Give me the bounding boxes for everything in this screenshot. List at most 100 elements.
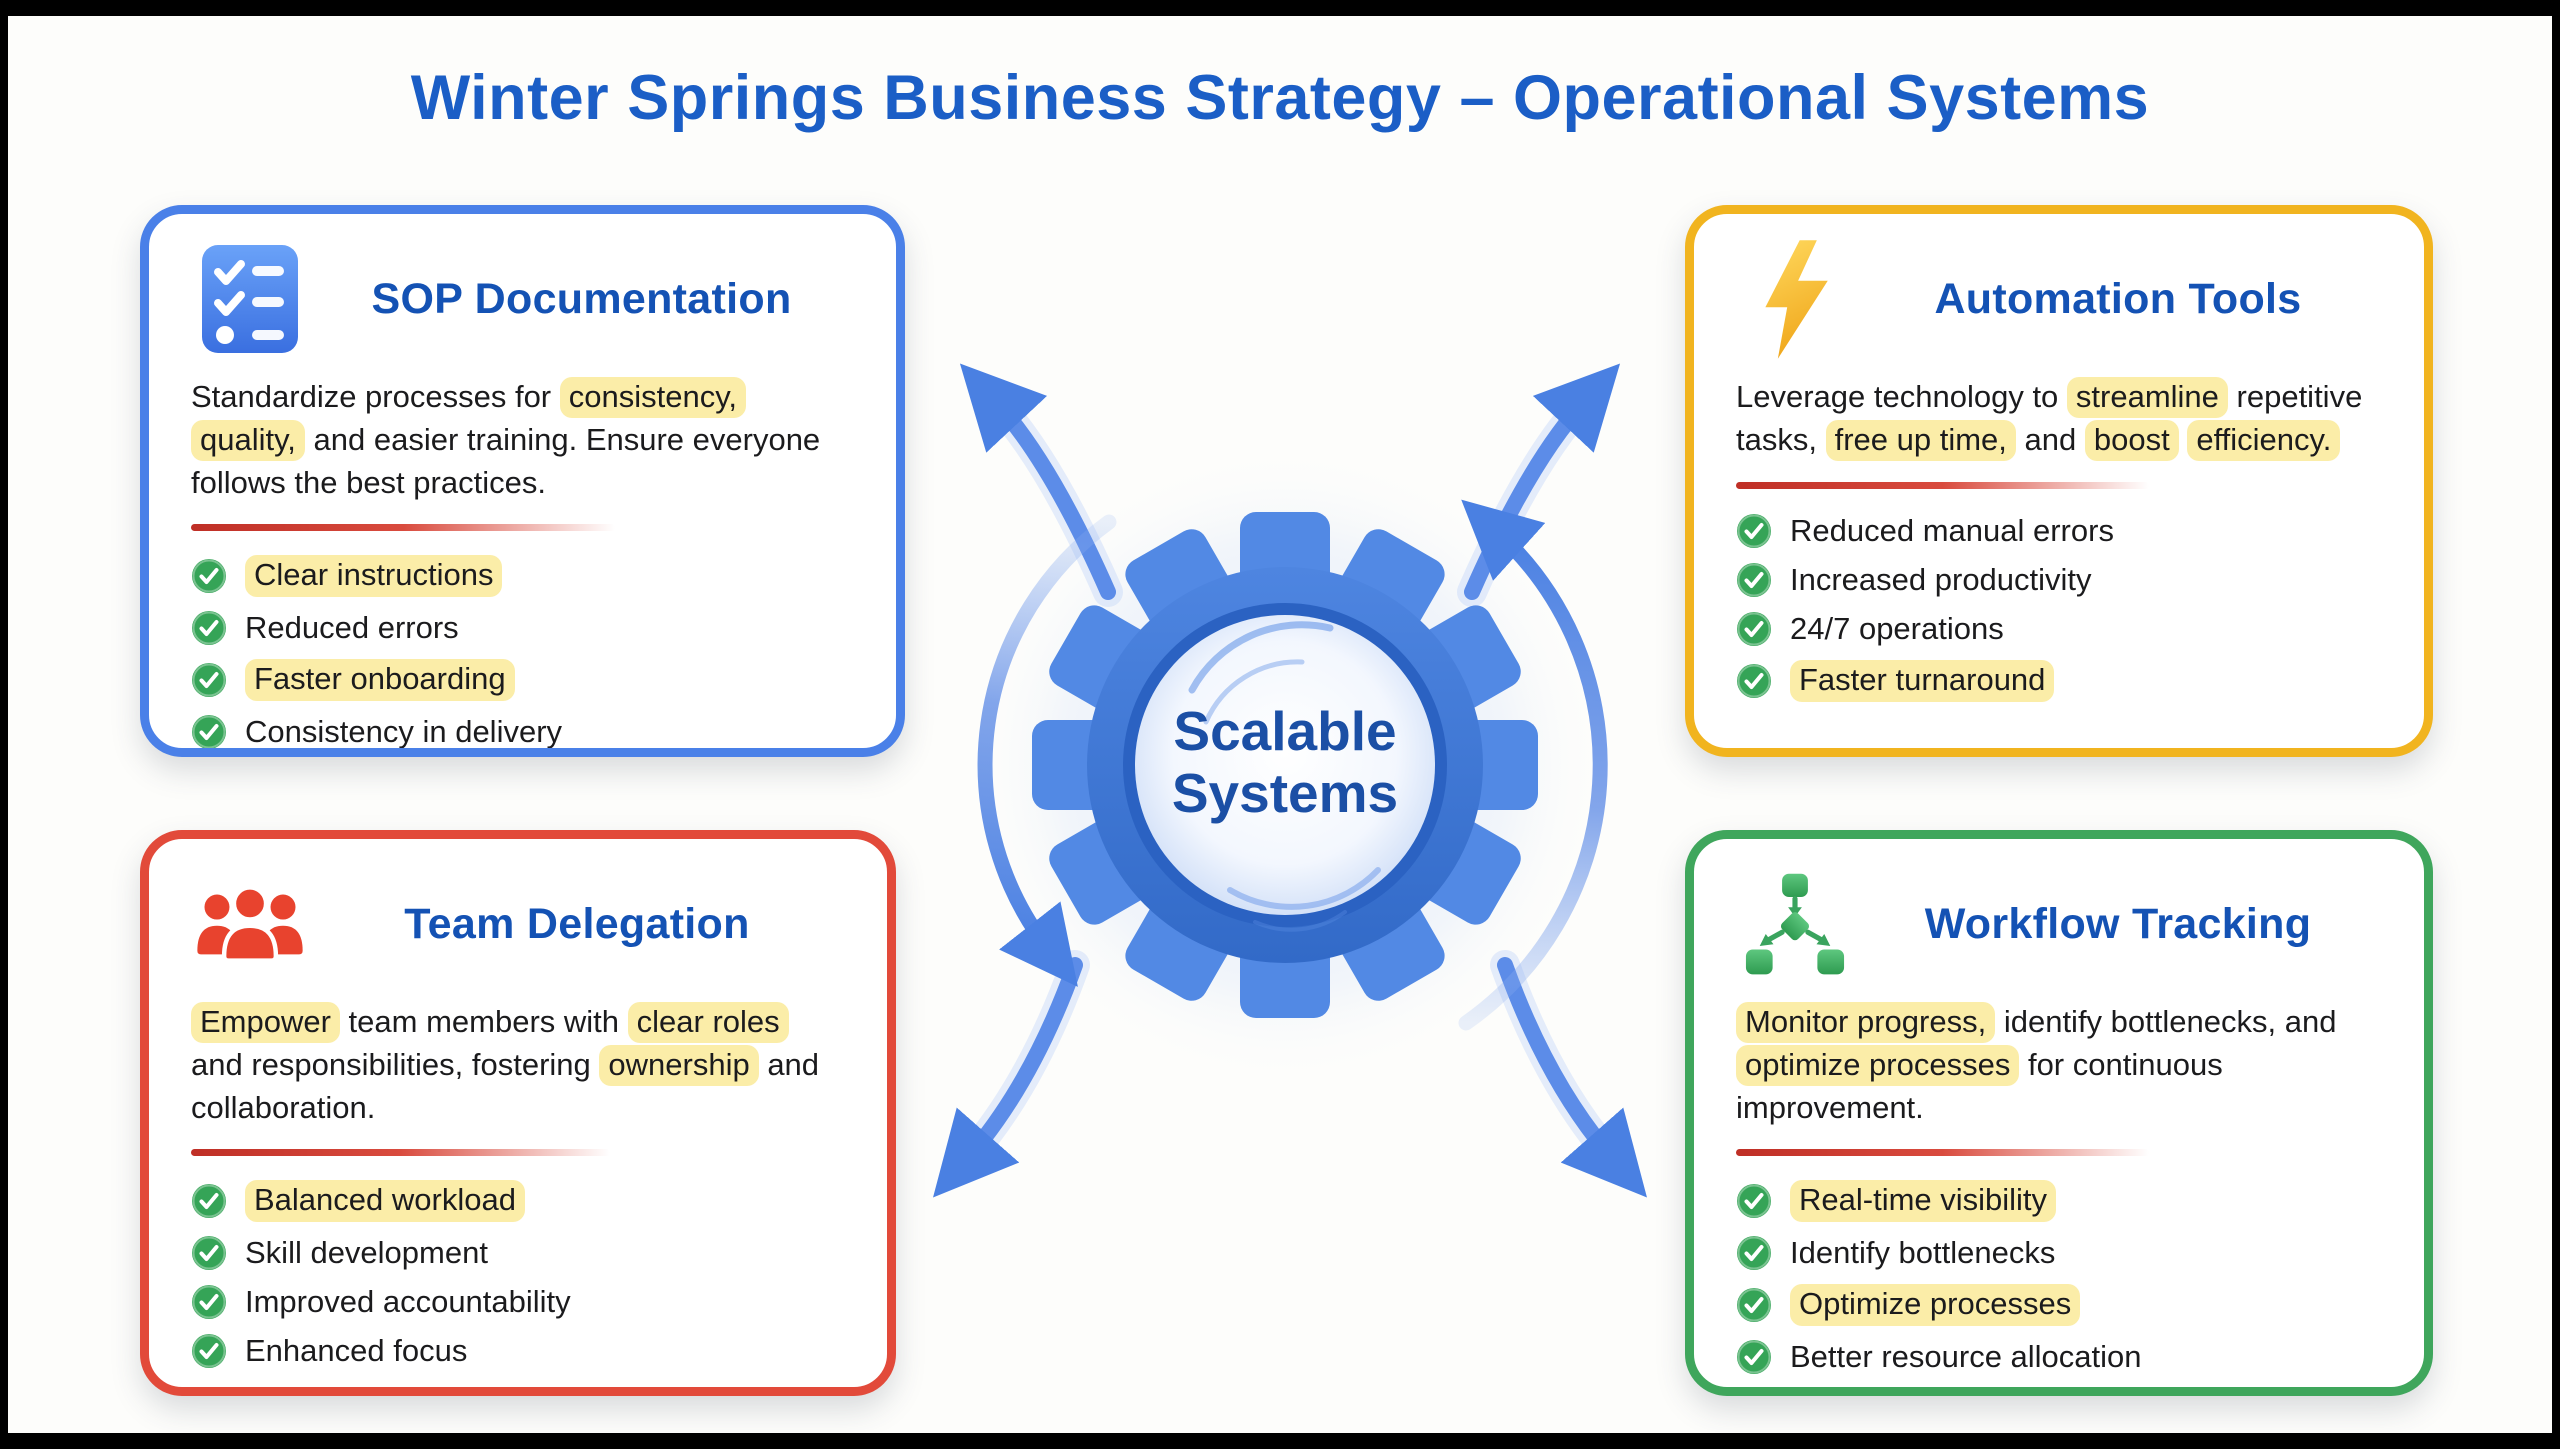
benefit-item: Skill development [191,1235,845,1271]
benefit-item: Increased productivity [1736,562,2382,598]
benefit-item: Real-time visibility [1736,1180,2382,1223]
card-description: Empower team members with clear roles an… [191,1001,845,1129]
card-icon [1736,239,1854,359]
card-title: Team Delegation [404,899,750,948]
check-icon [192,663,226,698]
highlighted-text: clear roles [627,1002,789,1043]
benefit-label: Reduced manual errors [1790,512,2114,548]
card-workflow-tracking: Workflow Tracking Monitor progress, iden… [1685,830,2433,1396]
rotation-arrow-right-icon [1458,499,1608,1031]
divider [191,524,616,532]
benefit-label: Reduced errors [245,610,459,646]
spread-arrow-bottom-right-icon [1497,957,1647,1198]
lightning-icon [1765,239,1828,359]
text-segment: Standardize processes for [191,379,560,414]
swirl-decoration [1188,621,1381,932]
card-team-delegation: Team Delegation Empower team members wit… [140,830,896,1396]
card-header: SOP Documentation [191,240,854,358]
benefit-item: Reduced errors [191,610,854,646]
benefit-label: Improved accountability [245,1284,571,1320]
benefit-label: Faster onboarding [245,659,515,702]
page-title: Winter Springs Business Strategy – Opera… [410,63,2150,133]
benefit-label: Skill development [245,1235,488,1271]
card-header: Automation Tools [1736,239,2382,359]
check-icon [1737,611,1771,646]
check-icon [1737,1236,1771,1271]
gear-icon: Scalable Systems [1032,512,1538,1018]
benefit-label: Consistency in delivery [245,714,563,750]
check-icon [192,611,226,646]
card-description: Standardize processes for consistency, q… [191,376,854,504]
benefit-label: Enhanced focus [245,1333,468,1369]
card-title: Workflow Tracking [1924,899,2312,948]
check-icon [192,559,226,594]
highlighted-text: streamline [2066,377,2228,418]
text-segment: and easier training. Ensure everyone fol… [191,421,821,500]
benefit-item: Faster turnaround [1736,659,2382,702]
benefit-label: Faster turnaround [1790,659,2055,702]
highlighted-text: efficiency. [2187,419,2341,461]
text-segment: and [2015,421,2085,457]
spread-arrow-top-left-icon [959,363,1116,600]
text-segment: and collaboration. [191,1046,820,1125]
check-icon [192,1285,226,1320]
text-segment: repetitive tasks, [1736,379,2363,457]
text-segment: identify bottlenecks, and [1995,1004,2337,1039]
check-icon [1737,1288,1771,1323]
divider [191,1149,610,1157]
card-icon [191,865,309,983]
benefit-item: Improved accountability [191,1284,845,1320]
check-icon [192,1236,226,1271]
benefit-item: Balanced workload [191,1180,845,1223]
check-icon [1737,513,1771,548]
checklist-icon [202,245,298,353]
team-icon [197,885,303,963]
benefit-item: Optimize processes [1736,1284,2382,1327]
card-icon [191,240,309,358]
benefit-item: Enhanced focus [191,1333,845,1369]
infographic-canvas: Winter Springs Business Strategy – Opera… [8,16,2552,1433]
card-header: Workflow Tracking [1736,865,2382,983]
highlighted-text: consistency, [559,377,747,418]
check-icon [192,715,226,748]
card-sop-documentation: SOP Documentation Standardize processes … [140,205,905,757]
card-header: Team Delegation [191,865,845,983]
divider [1736,1149,2150,1157]
highlighted-text: boost [2084,419,2179,461]
text-segment: for continuous improvement. [1736,1046,2223,1125]
benefit-item: Clear instructions [191,555,854,598]
highlighted-text: free up time, [1825,419,2016,461]
benefit-label: Balanced workload [245,1180,525,1223]
hub-label-line1: Scalable [1173,700,1396,762]
check-icon [1737,663,1771,698]
highlighted-text: Monitor progress, [1736,1002,1996,1043]
benefit-label: Better resource allocation [1790,1339,2142,1375]
text-segment: Leverage technology to [1736,379,2067,414]
card-description: Monitor progress, identify bottlenecks, … [1736,1001,2382,1129]
text-segment: team members with [339,1004,628,1039]
benefit-label: Identify bottlenecks [1790,1235,2056,1271]
highlighted-text: quality, [191,419,305,461]
divider [1736,481,2150,489]
benefit-item: Reduced manual errors [1736,513,2382,549]
card-icon [1736,865,1854,983]
benefit-item: Better resource allocation [1736,1339,2382,1375]
cards-layer: SOP Documentation Standardize processes … [8,16,2552,1433]
benefit-label: Real-time visibility [1790,1180,2057,1223]
card-automation-tools: Automation Tools Leverage technology to … [1685,205,2433,757]
benefit-label: Increased productivity [1790,561,2092,597]
check-icon [1737,1184,1771,1219]
benefit-label: Clear instructions [245,555,503,598]
check-icon [192,1184,226,1219]
text-segment: and responsibilities, fostering [191,1046,600,1082]
hub-label-line2: Systems [1172,762,1398,824]
check-icon [192,1334,226,1369]
card-title: SOP Documentation [371,274,792,323]
spread-arrow-bottom-left-icon [933,957,1083,1198]
card-description: Leverage technology to streamline repeti… [1736,376,2382,462]
workflow-icon [1745,873,1845,974]
scalable-systems-hub: Scalable Systems [933,363,1647,1198]
